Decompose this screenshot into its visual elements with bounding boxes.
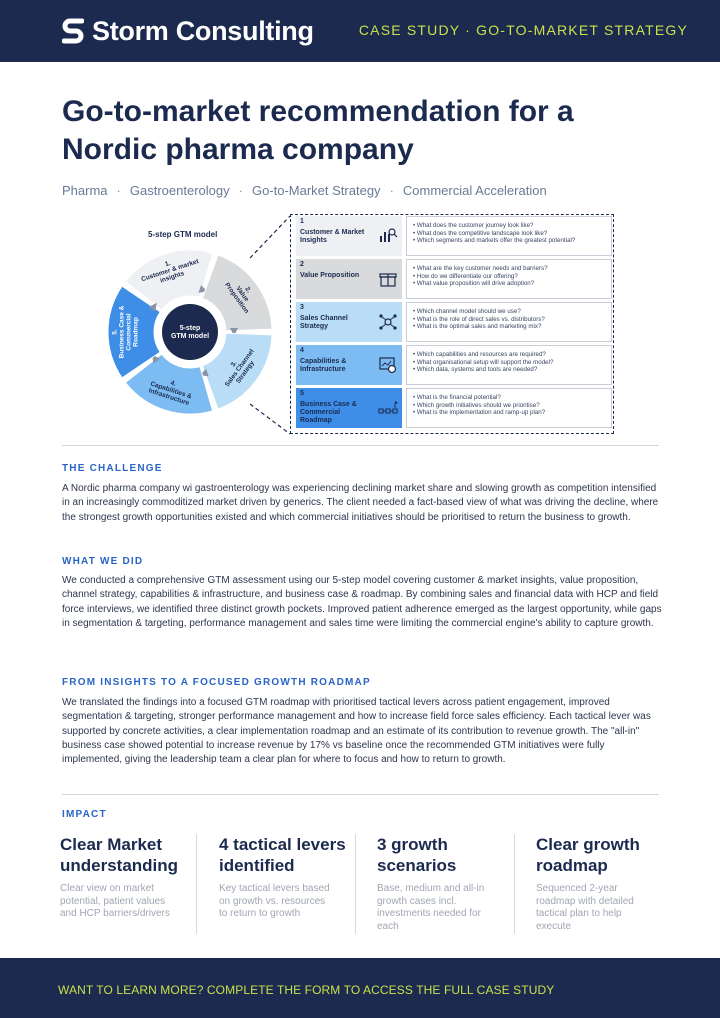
gtm-model-title: 5-step GTM model: [148, 230, 218, 239]
tag-separator: ·: [238, 183, 243, 198]
brand-name: Storm Consulting: [92, 15, 314, 46]
footer-cta-link[interactable]: WANT TO LEARN MORE? COMPLETE THE FORM TO…: [58, 983, 555, 997]
gtm-step-questions: What are the key customer needs and barr…: [406, 259, 612, 299]
wheel-label: 5.Business Case &CommercialRoadmap: [112, 305, 140, 358]
tag-separator: ·: [389, 183, 394, 198]
gtm-step-questions: Which capabilities and resources are req…: [406, 345, 612, 385]
section-divider: [62, 445, 659, 446]
dashboard-gear-icon: [379, 357, 397, 374]
impact-item: 4 tactical levers identified Key tactica…: [219, 834, 359, 921]
gtm-question: Which segments and markets offer the gre…: [413, 237, 607, 245]
gtm-question: Which data, systems and tools are needed…: [413, 366, 607, 374]
wheel-arrow: [230, 328, 238, 336]
gtm-step-name: Value Proposition: [300, 272, 360, 279]
impact-title: Clear growth roadmap: [536, 835, 640, 875]
gtm-step-questions: Which channel model should we use?What i…: [406, 302, 612, 342]
impact-text: Base, medium and all-in growth cases inc…: [377, 883, 485, 932]
wheel-segment: [124, 353, 214, 415]
impact-heading: IMPACT: [62, 809, 107, 820]
gtm-step-name: Sales Channel Strategy: [300, 315, 348, 330]
what-we-did-body: We conducted a comprehensive GTM assessm…: [62, 575, 662, 629]
what-we-did-heading: WHAT WE DID: [62, 556, 144, 567]
impact-text: Clear view on market potential, patient …: [60, 883, 170, 919]
challenge-heading: THE CHALLENGE: [62, 463, 163, 474]
impact-title: Clear Market understanding: [60, 835, 179, 875]
network-icon: [379, 314, 397, 330]
gtm-step-name: Business Case & Commercial Roadmap: [300, 401, 357, 424]
impact-title: 4 tactical levers identified: [219, 835, 346, 875]
impact-text: Key tactical levers based on growth vs. …: [219, 883, 330, 919]
gtm-wheel: 1.Customer & marketinsights2.ValuePropos…: [107, 249, 273, 415]
gtm-step-name: Customer & Market Insights: [300, 229, 365, 244]
footer-bar: WANT TO LEARN MORE? COMPLETE THE FORM TO…: [0, 958, 720, 1018]
wheel-segment: [107, 285, 161, 379]
impact-divider: [355, 834, 356, 934]
gtm-question: What is the financial potential?: [413, 394, 607, 402]
page-kicker: CASE STUDY · GO-TO-MARKET STRATEGY: [358, 22, 688, 38]
gtm-question: What is the optimal sales and marketing …: [413, 323, 607, 331]
roadmap-heading: FROM INSIGHTS TO A FOCUSED GROWTH ROADMA…: [62, 677, 371, 688]
gtm-question: Which channel model should we use?: [413, 308, 607, 316]
tag-list: Pharma · Gastroenterology · Go-to-Market…: [62, 183, 547, 198]
gtm-step-number: 4: [300, 347, 304, 354]
gtm-question: What is the role of direct sales vs. dis…: [413, 316, 607, 324]
gtm-question: How do we differentiate our offering?: [413, 273, 607, 281]
tag-separator: ·: [116, 183, 121, 198]
tag-item[interactable]: Pharma: [62, 183, 108, 198]
wheel-center: [162, 304, 218, 360]
gtm-model-figure: 5-step GTM model 1.Customer & marketinsi…: [100, 212, 616, 436]
wheel-segment: [124, 249, 214, 311]
gtm-question: What does the competitive landscape look…: [413, 230, 607, 238]
tag-item[interactable]: Go-to-Market Strategy: [251, 183, 381, 198]
section-divider: [62, 794, 659, 795]
gtm-step-number: 2: [300, 261, 304, 268]
gtm-step-number: 5: [300, 390, 304, 397]
gtm-question: Which growth initiatives should we prior…: [413, 402, 607, 410]
gtm-step-questions: What is the financial potential?Which gr…: [406, 388, 612, 428]
impact-divider: [514, 834, 515, 934]
chart-magnifier-icon: [380, 228, 398, 242]
impact-item: 3 growth scenarios Base, medium and all-…: [377, 834, 517, 933]
gtm-step-questions: What does the customer journey look like…: [406, 216, 612, 256]
page-title: Go-to-market recommendation for a Nordic…: [62, 95, 574, 166]
gift-box-icon: [379, 273, 397, 287]
storm-logo-icon: [62, 18, 84, 44]
impact-item: Clear growth roadmap Sequenced 2-year ro…: [536, 834, 676, 933]
wheel-arrow: [148, 302, 157, 312]
challenge-body: A Nordic pharma company wi gastroenterol…: [62, 483, 659, 523]
tag-item[interactable]: Commercial Acceleration: [402, 183, 547, 198]
gtm-question: What is the implementation and ramp-up p…: [413, 409, 607, 417]
gtm-question: What organisational setup will support t…: [413, 359, 607, 367]
gtm-step-number: 1: [300, 218, 304, 225]
gtm-step-name: Capabilities & Infrastructure: [300, 358, 347, 373]
header-bar: Storm Consulting CASE STUDY · GO-TO-MARK…: [0, 0, 720, 62]
roadmap-body: We translated the findings into a focuse…: [62, 697, 651, 766]
impact-text: Sequenced 2-year roadmap with detailed t…: [536, 883, 634, 932]
gtm-question: What value proposition will drive adopti…: [413, 280, 607, 288]
wheel-segment: [201, 254, 273, 332]
impact-divider: [196, 834, 197, 934]
brand-logo[interactable]: Storm Consulting: [62, 14, 314, 48]
gtm-question: Which capabilities and resources are req…: [413, 351, 607, 359]
wheel-segment: [201, 332, 273, 410]
gtm-step-number: 3: [300, 304, 304, 311]
impact-title: 3 growth scenarios: [377, 835, 457, 875]
gtm-question: What does the customer journey look like…: [413, 222, 607, 230]
roadmap-icon: [378, 401, 398, 414]
gtm-detail-box: [290, 214, 614, 434]
impact-item: Clear Market understanding Clear view on…: [60, 834, 200, 921]
tag-item[interactable]: Gastroenterology: [129, 183, 230, 198]
gtm-question: What are the key customer needs and barr…: [413, 265, 607, 273]
